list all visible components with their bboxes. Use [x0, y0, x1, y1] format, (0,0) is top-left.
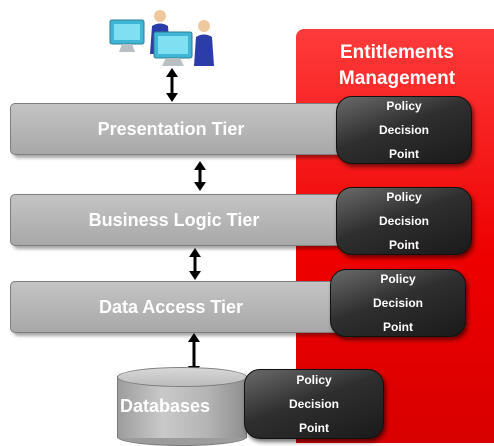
- pdp-line1: Policy: [296, 373, 332, 387]
- arrow-users-presentation: [166, 68, 178, 102]
- arrow-presentation-business: [194, 161, 206, 191]
- pdp-line2: Decision: [378, 123, 429, 137]
- pdp-line2: Decision: [372, 296, 423, 310]
- pdp-line3: Point: [299, 421, 329, 435]
- computer-user-icon: [109, 10, 214, 66]
- databases-cylinder-top: [117, 367, 247, 387]
- entitlements-title-line1: Entitlements: [339, 42, 455, 63]
- pdp-line1: Policy: [386, 99, 422, 113]
- presentation-tier-label: Presentation Tier: [97, 118, 245, 139]
- pdp-line3: Point: [383, 320, 413, 334]
- entitlements-title-line2: Management: [338, 68, 456, 89]
- pdp-line2: Decision: [288, 397, 339, 411]
- databases-label: Databases: [120, 396, 211, 416]
- pdp-line3: Point: [389, 238, 419, 252]
- business-logic-tier-label: Business Logic Tier: [88, 209, 260, 230]
- pdp-line1: Policy: [380, 272, 416, 286]
- policy-decision-point: Policy Decision Point: [330, 269, 466, 337]
- pdp-line2: Decision: [378, 214, 429, 228]
- data-access-tier: Data Access Tier: [10, 281, 356, 333]
- business-logic-tier: Business Logic Tier: [10, 194, 356, 246]
- data-access-tier-label: Data Access Tier: [98, 296, 244, 317]
- entitlements-title: Entitlements Management: [300, 40, 494, 92]
- policy-decision-point: Policy Decision Point: [244, 369, 384, 439]
- presentation-tier: Presentation Tier: [10, 103, 356, 155]
- pdp-line3: Point: [389, 147, 419, 161]
- policy-decision-point: Policy Decision Point: [336, 187, 472, 255]
- policy-decision-point: Policy Decision Point: [336, 96, 472, 164]
- pdp-line1: Policy: [386, 190, 422, 204]
- arrow-business-dataaccess: [189, 248, 201, 280]
